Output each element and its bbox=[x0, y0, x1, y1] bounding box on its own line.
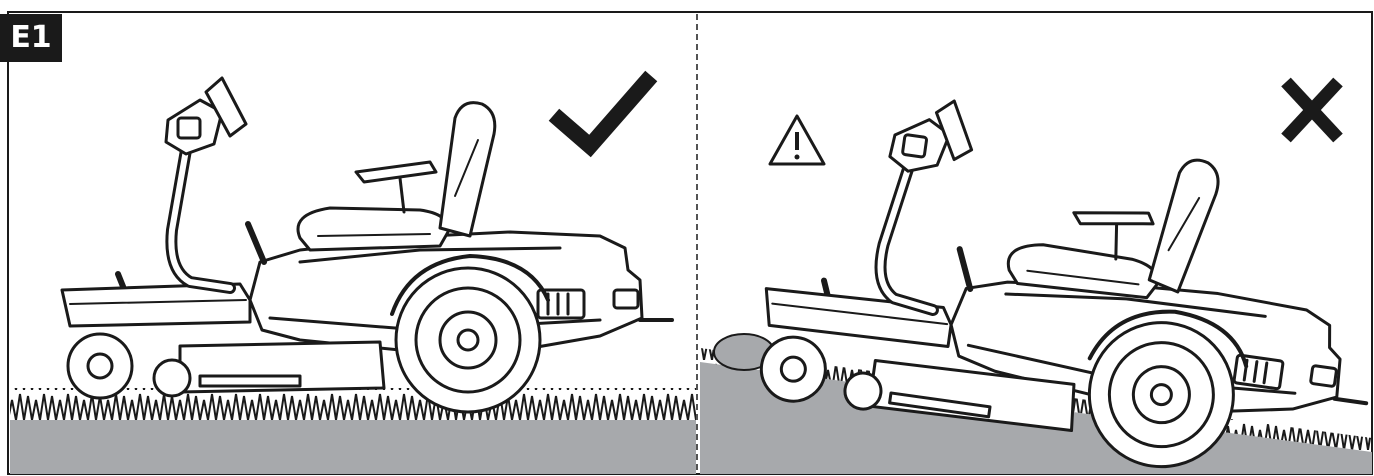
cross-icon bbox=[1286, 82, 1338, 138]
warning-triangle-icon bbox=[770, 116, 824, 164]
flat-ground bbox=[10, 420, 696, 474]
right-panel bbox=[700, 79, 1374, 476]
checkmark-icon bbox=[560, 82, 646, 146]
figure-label: E1 bbox=[0, 14, 62, 62]
left-panel bbox=[10, 78, 696, 474]
